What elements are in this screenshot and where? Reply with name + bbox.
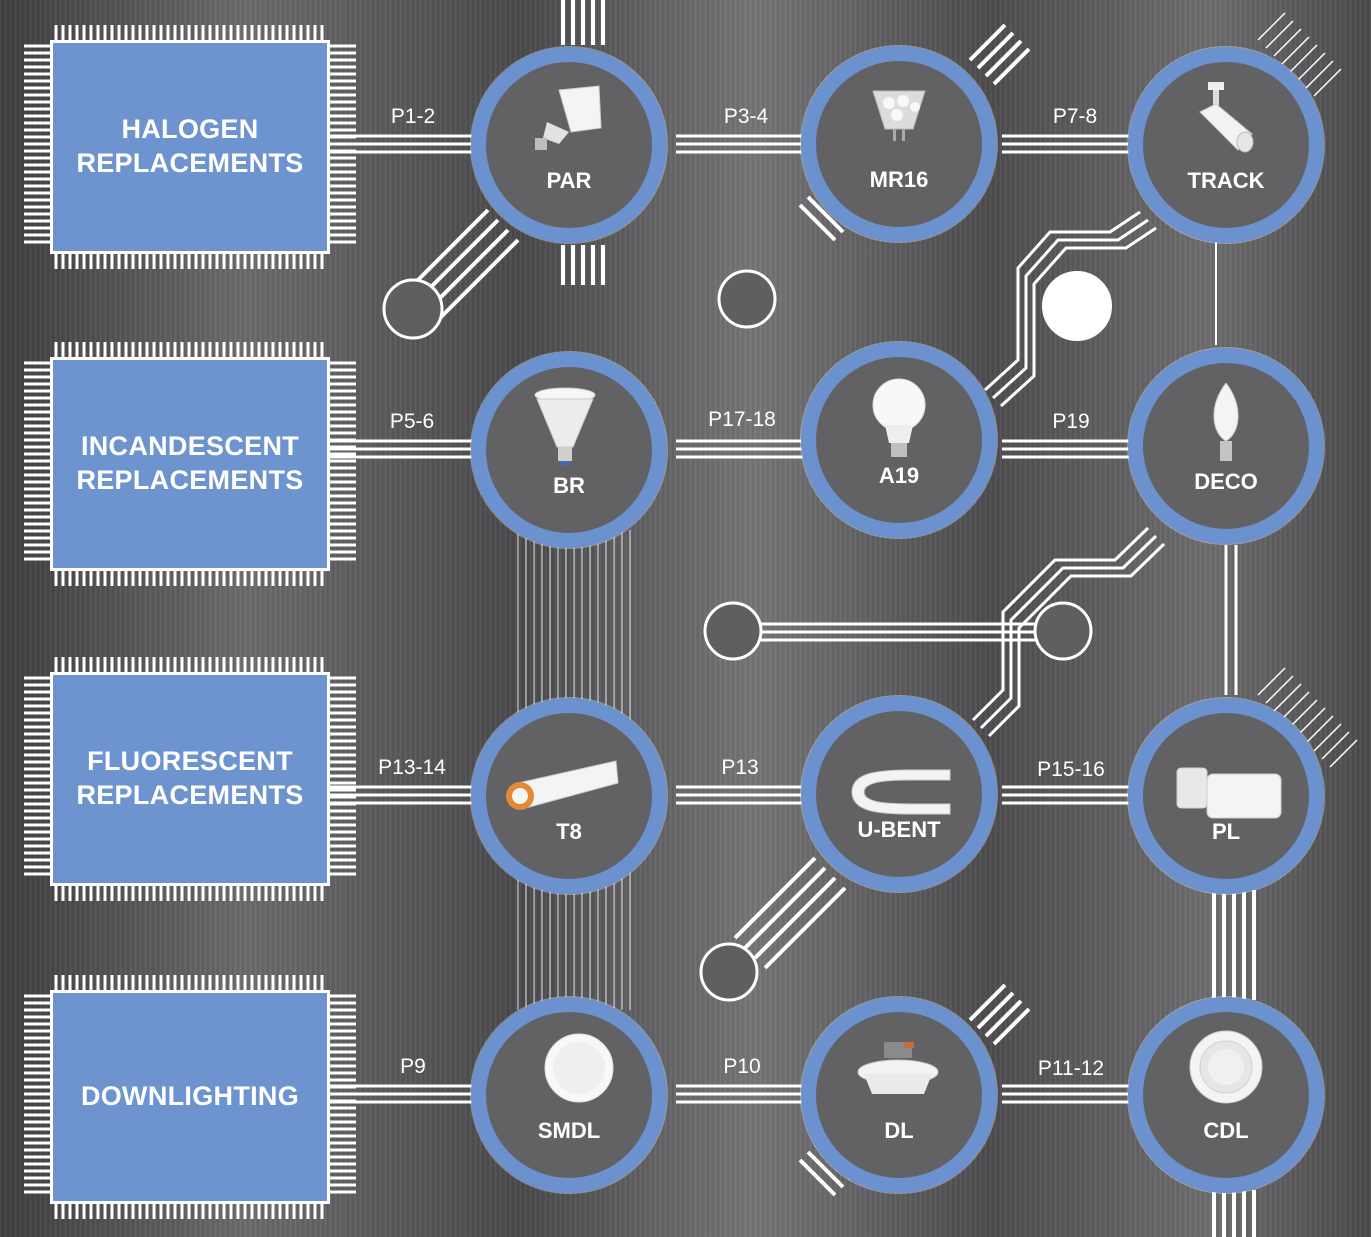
track-a19-traces [983,210,1157,408]
node-deco[interactable]: DECO [1128,348,1324,544]
page-label: P13-14 [378,756,446,779]
track-light-icon [1199,82,1254,153]
node-label: T8 [556,819,582,844]
chip-halogen-replacements[interactable]: HALOGEN REPLACEMENTS [50,40,330,254]
node-pl[interactable]: PL [1128,698,1324,894]
node-track[interactable]: TRACK [1128,47,1324,243]
br-bulb-icon [534,387,596,465]
page-label: P1-2 [390,105,436,128]
page-label: P15-16 [1037,758,1105,781]
node-label: SMDL [537,1118,601,1143]
node-label: PAR [546,168,592,193]
terminal-bus [760,622,1040,642]
deco-pl-traces [1224,545,1238,695]
ubent-diagonal-traces [733,856,847,970]
chip-fluorescent-replacements[interactable]: FLUORESCENT REPLACEMENTS [50,672,330,886]
row-traces [330,134,1130,1104]
node-cdl[interactable]: CDL [1128,997,1324,1193]
terminal-pad [1042,271,1112,341]
track-hatch [1257,12,1342,97]
terminal-pad [717,269,777,329]
pl-hatch [1257,667,1358,768]
pl-cdl-traces [1212,890,1256,1000]
par-bulb-icon [535,85,602,150]
node-label: U-BENT [857,817,941,842]
node-label: PL [1211,819,1241,844]
terminal-pads [382,269,1112,1002]
page-label: P7-8 [1052,105,1098,128]
chip-downlighting[interactable]: DOWNLIGHTING [50,990,330,1204]
cdl-downlight-icon [1189,1030,1263,1104]
terminal-pad [699,942,759,1002]
dl-downlight-icon [857,1042,939,1094]
node-label: CDL [1203,1118,1249,1143]
terminal-pad [1033,601,1093,661]
par-diagonal-traces [408,208,520,320]
node-label: BR [553,473,585,498]
node-dl[interactable]: DL [801,997,997,1193]
terminal-pad [703,601,763,661]
vertical-stubs [561,0,1256,1237]
node-a19[interactable]: A19 [801,342,997,538]
node-par[interactable]: PAR [471,47,667,243]
page-label: P17-18 [708,408,776,431]
deco-candle-bulb-icon [1213,383,1239,461]
node-ubent[interactable]: U-BENT [801,696,997,892]
terminal-pad [382,278,444,340]
a19-bulb-icon [872,378,926,457]
chip-incandescent-replacements[interactable]: INCANDESCENT REPLACEMENTS [50,357,330,571]
page-label: P13 [721,756,759,779]
node-label: DL [884,1118,914,1143]
smdl-disc-icon [544,1033,614,1103]
node-label: A19 [878,463,920,488]
page-label: P3-4 [723,105,769,128]
ubent-tube-icon [851,769,951,815]
chip-label: DOWNLIGHTING [80,1081,300,1112]
node-smdl[interactable]: SMDL [471,997,667,1193]
page-label: P9 [400,1055,426,1078]
page-label: P5-6 [389,410,435,433]
page-label: P10 [723,1055,761,1078]
chip-label: HALOGEN REPLACEMENTS [76,114,304,178]
pl-lamp-icon [1176,767,1282,819]
node-label: DECO [1194,469,1258,494]
mr16-hatch [798,23,1031,242]
chip-label: INCANDESCENT REPLACEMENTS [76,431,304,495]
node-mr16[interactable]: MR16 [801,46,997,242]
t8-tube-icon [506,760,619,810]
deco-ubent-traces [971,526,1166,738]
node-label: MR16 [869,167,929,192]
node-t8[interactable]: T8 [471,698,667,894]
chip-pins [24,25,356,1219]
mr16-bulb-icon [872,90,926,141]
chip-label: FLUORESCENT REPLACEMENTS [76,746,304,810]
page-label: P19 [1052,410,1090,433]
node-br[interactable]: BR [471,352,667,548]
page-label: P11-12 [1037,1057,1105,1080]
node-label: TRACK [1187,168,1265,193]
